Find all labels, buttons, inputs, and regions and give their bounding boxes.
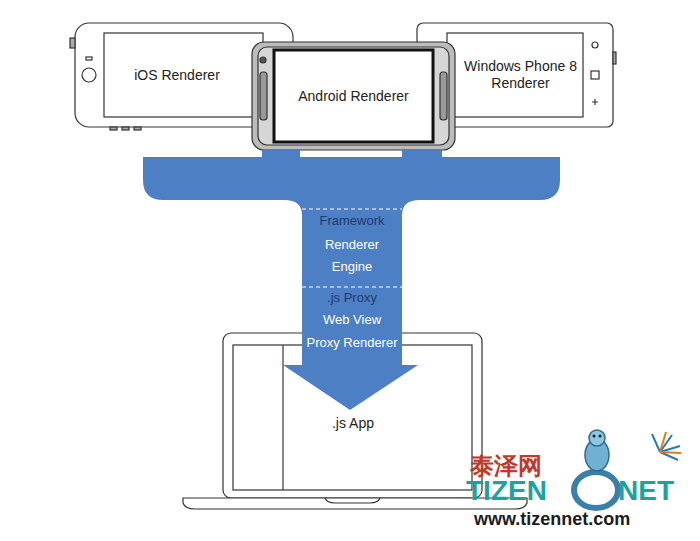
renderer-label: iOS Renderer [134, 67, 220, 84]
ios-phone [70, 23, 293, 130]
watermark-url: www.tizennet.com [474, 510, 630, 530]
layer-label: Framework [319, 213, 384, 229]
watermark-brand: NET [618, 476, 674, 507]
watermark-brand: TIZEN [466, 476, 547, 507]
windows-phone [417, 23, 616, 127]
screen-box: Android Renderer [277, 53, 430, 139]
watermark-figure [574, 430, 681, 508]
screen-box: Windows Phone 8 Renderer [458, 33, 583, 117]
layer-label: .js Proxy [327, 290, 377, 306]
renderer-label: Android Renderer [298, 88, 409, 105]
layer-label: Renderer [325, 237, 379, 253]
screen-box: iOS Renderer [104, 33, 250, 117]
android-phone [252, 42, 455, 150]
layer-label: Web View [323, 312, 381, 328]
screen-box: .js App [283, 345, 423, 490]
renderer-label: .js App [332, 415, 374, 432]
section-dividers [302, 209, 402, 287]
framework-arrow [143, 150, 560, 410]
renderer-label: Windows Phone 8 Renderer [460, 58, 581, 92]
layer-label: Engine [332, 259, 372, 275]
layer-label: Proxy Renderer [306, 335, 397, 351]
arrow-stack: FrameworkRendererEngine .js ProxyWeb View… [302, 211, 402, 381]
